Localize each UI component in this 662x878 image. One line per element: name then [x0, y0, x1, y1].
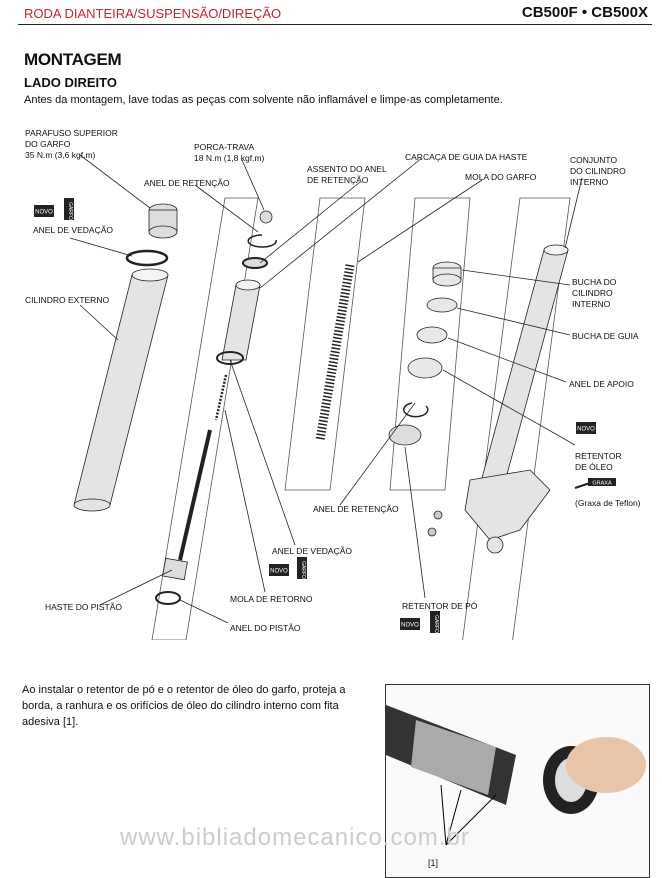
new-part-icon: NOVO: [269, 564, 289, 576]
new-part-icon: NOVO: [34, 205, 54, 217]
new-icon-text: NOVO: [35, 210, 53, 216]
fork-oil-icon-text: GARFO: [433, 615, 439, 633]
model-title: CB500F • CB500X: [521, 4, 648, 21]
inner-tube: [464, 244, 569, 554]
installation-note: Ao instalar o retentor de pó e o retento…: [22, 684, 346, 728]
section-title: RODA DIANTEIRA/SUSPENSÃO/DIREÇÃO: [24, 6, 282, 21]
label-retaining-ring-top: ANEL DE RETENÇÃO: [144, 178, 230, 188]
label-dust-seal: RETENTOR DE PÓ: [402, 601, 478, 611]
label-lock-nut: PORCA-TRAVA 18 N.m (1,8 kgf.m): [194, 142, 265, 163]
label-piston-rod: HASTE DO PISTÃO: [45, 602, 122, 612]
piston-rod: [178, 429, 212, 561]
label-oil-seal: RETENTOR DE ÓLEO: [575, 451, 622, 472]
label-grease-note: (Graxa de Teflon): [575, 498, 641, 508]
fork-oil-icon: GARFO: [64, 198, 74, 220]
label-ring-seat: ASSENTO DO ANEL DE RETENÇÃO: [307, 164, 387, 185]
label-slider-bushing: BUCHA DO CILINDRO INTERNO: [572, 277, 617, 309]
fork-oil-icon: GARFO: [430, 611, 440, 633]
fork-oil-icon: GARFO: [297, 557, 307, 579]
rebound-spring: [214, 374, 228, 421]
label-o-ring-bottom: ANEL DE VEDAÇÃO: [272, 546, 352, 556]
photo-callout: [1]: [428, 858, 439, 868]
outer-tube: [73, 268, 169, 512]
fork-spring: [315, 264, 355, 441]
label-rebound-spring: MOLA DE RETORNO: [230, 594, 313, 604]
top-bolt: [148, 203, 178, 239]
new-icon-text: NOVO: [401, 623, 419, 629]
header-rule: [18, 24, 652, 25]
label-rod-guide-case: CARCAÇA DE GUIA DA HASTE: [405, 152, 528, 162]
label-inner-tube: CONJUNTO DO CILINDRO INTERNO: [570, 155, 626, 187]
label-back-up-ring: ANEL DE APOIO: [569, 379, 634, 389]
label-retaining-ring-bottom: ANEL DE RETENÇÃO: [313, 504, 399, 514]
rod-guide-case: [221, 279, 261, 361]
fork-oil-icon-text: GARFO: [300, 561, 306, 579]
grease-icon-text: GRAXA: [592, 481, 612, 487]
exploded-fork-diagram: NOVO GARFO NOVO GARFO NOVO GARFO NOVO GR…: [34, 154, 616, 640]
new-icon-text: NOVO: [577, 427, 595, 433]
label-guide-bushing: BUCHA DE GUIA: [572, 331, 639, 341]
intro-text: Antes da montagem, lave todas as peças c…: [24, 94, 503, 106]
page-title: MONTAGEM: [24, 50, 122, 69]
installation-photo: [385, 684, 650, 878]
new-part-icon: NOVO: [400, 618, 420, 630]
label-o-ring-top: ANEL DE VEDAÇÃO: [33, 225, 113, 235]
label-top-bolt: PARAFUSO SUPERIOR DO GARFO 35 N.m (3,6 k…: [25, 128, 118, 160]
photo-fork-tube: [386, 685, 649, 877]
o-ring: [125, 249, 169, 267]
new-icon-text: NOVO: [270, 569, 288, 575]
fork-oil-icon-text: GARFO: [67, 202, 73, 220]
grease-icon: GRAXA: [574, 478, 616, 489]
watermark: www.bibliadomecanico.com.br: [120, 824, 470, 851]
label-outer-tube: CILINDRO EXTERNO: [25, 295, 110, 305]
label-fork-spring: MOLA DO GARFO: [465, 172, 537, 182]
new-part-icon: NOVO: [576, 422, 596, 434]
label-piston-ring: ANEL DO PISTÃO: [230, 623, 301, 633]
section-subtitle: LADO DIREITO: [24, 75, 117, 90]
